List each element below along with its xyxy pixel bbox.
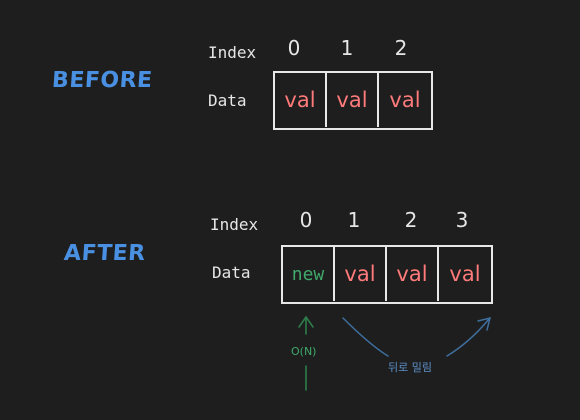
after-cell-1: val [335, 247, 387, 301]
after-index-1: 1 [347, 208, 361, 232]
before-cell-2: val [389, 88, 421, 112]
after-index-2: 2 [404, 208, 418, 232]
after-cell-3: val [449, 262, 481, 286]
before-index-2: 2 [394, 36, 408, 60]
insert-arrow [298, 315, 314, 391]
before-cell-1: val [327, 73, 379, 127]
before-index-label: Index [208, 43, 257, 62]
after-index-3: 3 [455, 208, 469, 232]
insert-cost-label: O(N) [291, 345, 317, 358]
before-data-label: Data [208, 91, 247, 110]
shift-note-label: 뒤로 밀림 [388, 361, 432, 374]
after-array: new val val val [281, 245, 493, 304]
after-cell-2: val [387, 247, 439, 301]
after-index-0: 0 [299, 208, 313, 232]
after-index-label: Index [210, 215, 259, 234]
after-data-label: Data [212, 263, 251, 282]
before-cell-0: val [275, 73, 327, 127]
shift-arrow [342, 316, 492, 357]
after-cell-0: new [283, 247, 335, 301]
before-index-1: 1 [340, 36, 354, 60]
before-array: val val val [273, 71, 433, 130]
before-index-0: 0 [287, 36, 301, 60]
